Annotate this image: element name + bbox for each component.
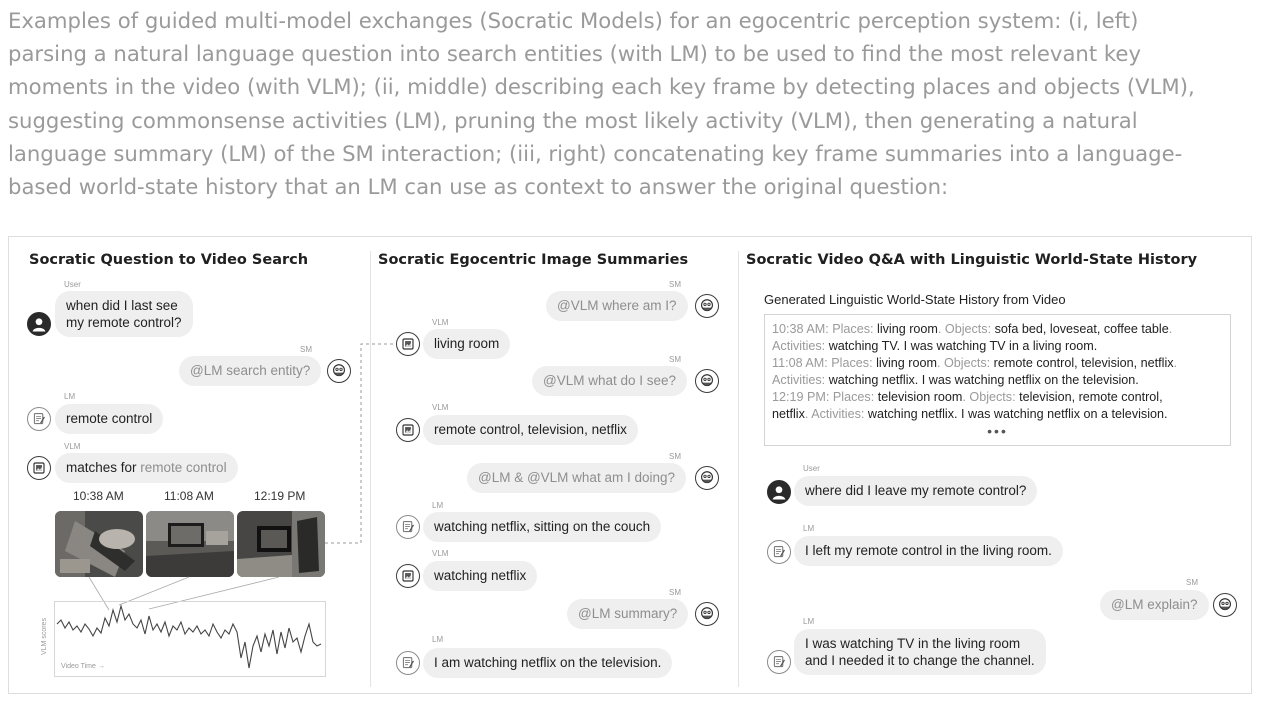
history-line: 10:38 AM: Places: living room. Objects: … [772,322,1173,336]
caption-line: Examples of guided multi-model exchanges… [8,8,1139,33]
lm-bubble: watching netflix, sitting on the couch [423,512,662,542]
key-frame-thumbnail [237,511,325,577]
vlm-matches-entity: remote control [140,460,227,475]
world-state-history-box: 10:38 AM: Places: living room. Objects: … [764,314,1231,446]
sm-tag: SM [669,588,681,597]
sm-tag: SM [669,355,681,364]
lm-notepad-icon [767,650,791,674]
lm-entity-bubble: remote control [55,404,164,434]
user-tag: User [803,464,820,473]
sm-bubble: @VLM what do I see? [532,366,688,396]
caption-line: language summary (LM) of the SM interact… [8,140,1183,166]
lm-tag: LM [64,392,76,401]
frame-to-peak-lines [88,576,280,611]
socratic-models-figure: Socratic Question to Video Search User w… [8,236,1252,694]
sm-tag: SM [669,452,681,461]
history-line: 11:08 AM: Places: living room. Objects: … [772,356,1178,370]
user-question-line: when did I last see [66,298,178,313]
vlm-tag: VLM [432,318,449,327]
history-ellipsis: ••• [987,423,1008,439]
vlm-bubble: living room [423,329,511,359]
lm-bubble: I am watching netflix on the television. [423,648,673,678]
lm-tag: LM [432,501,444,510]
sm-face-icon [1213,593,1237,617]
lm-tag: LM [803,524,815,533]
lm-explain-line: and I needed it to change the channel. [805,653,1035,668]
sm-face-icon [695,466,719,490]
history-line: Activities: watching TV. I was watching … [772,339,1098,353]
caption-line: moments in the video (with VLM); (ii, mi… [8,74,1195,100]
vlm-tag: VLM [432,549,449,558]
sm-bubble: @LM summary? [567,599,689,629]
figure-caption: Examples of guided multi-model exchanges… [8,4,1253,203]
sm-tag: SM [1186,578,1198,587]
caption-line: based world-state history that an LM can… [8,174,949,200]
lm-tag: LM [432,635,444,644]
sm-tag: SM [669,280,681,289]
middle-panel-title: Socratic Egocentric Image Summaries [378,252,689,268]
vlm-image-icon [396,564,420,588]
lm-notepad-icon [396,651,420,675]
vlm-image-icon [396,332,420,356]
lm-explain-line: I was watching TV in the living room [805,636,1021,651]
vlm-tag: VLM [432,403,449,412]
lm-tag: LM [803,617,815,626]
lm-answer-bubble: I left my remote control in the living r… [794,536,1063,566]
user-tag: User [64,280,81,289]
user-question-bubble: when did I last see my remote control? [55,291,193,337]
lm-notepad-icon [27,407,51,431]
plot-x-label: Video Time → [61,663,105,670]
panel-divider [370,251,371,687]
lm-notepad-icon [396,515,420,539]
user-question-bubble: where did I leave my remote control? [794,476,1038,506]
lm-explain-bubble: I was watching TV in the living room and… [794,629,1046,675]
key-frame-thumbnail [55,511,143,577]
history-line: 12:19 PM: Places: television room. Objec… [772,390,1163,404]
vlm-image-icon [27,456,51,480]
panel-divider [738,251,739,687]
user-avatar-icon [767,480,791,504]
user-avatar-icon [27,312,51,336]
time-label: 10:38 AM [73,489,124,503]
history-line: netflix. Activities: watching netflix. I… [772,407,1168,421]
vlm-image-icon [396,418,420,442]
sm-tag: SM [300,345,312,354]
sm-bubble: @VLM where am I? [546,291,688,321]
sm-bubble: @LM & @VLM what am I doing? [467,463,686,493]
dashed-connector [325,343,405,544]
sm-face-icon [695,602,719,626]
sm-face-icon [695,369,719,393]
sm-face-icon [695,294,719,318]
key-frame-thumbnail [146,511,234,577]
sm-explain-bubble: @LM explain? [1100,590,1209,620]
vlm-tag: VLM [64,442,81,451]
time-label: 11:08 AM [164,489,214,503]
caption-line: suggesting commonsense activities (LM), … [8,107,1138,133]
caption-line: parsing a natural language question into… [8,41,1141,67]
plot-y-label: VLM scores [41,618,48,655]
history-line: Activities: watching netflix. I was watc… [772,373,1139,387]
vlm-matches-prefix: matches for [66,460,141,475]
vlm-bubble: watching netflix [423,561,538,591]
history-title: Generated Linguistic World-State History… [764,292,1066,307]
sm-face-icon [327,359,351,383]
left-panel-title: Socratic Question to Video Search [29,252,309,268]
right-panel-title: Socratic Video Q&A with Linguistic World… [746,252,1198,268]
sm-search-bubble: @LM search entity? [179,356,322,386]
lm-notepad-icon [767,540,791,564]
vlm-score-plot [54,601,326,677]
user-question-line: my remote control? [66,315,182,330]
time-label: 12:19 PM [254,489,306,503]
vlm-bubble: remote control, television, netflix [423,415,638,445]
vlm-matches-bubble: matches for remote control [55,453,238,483]
